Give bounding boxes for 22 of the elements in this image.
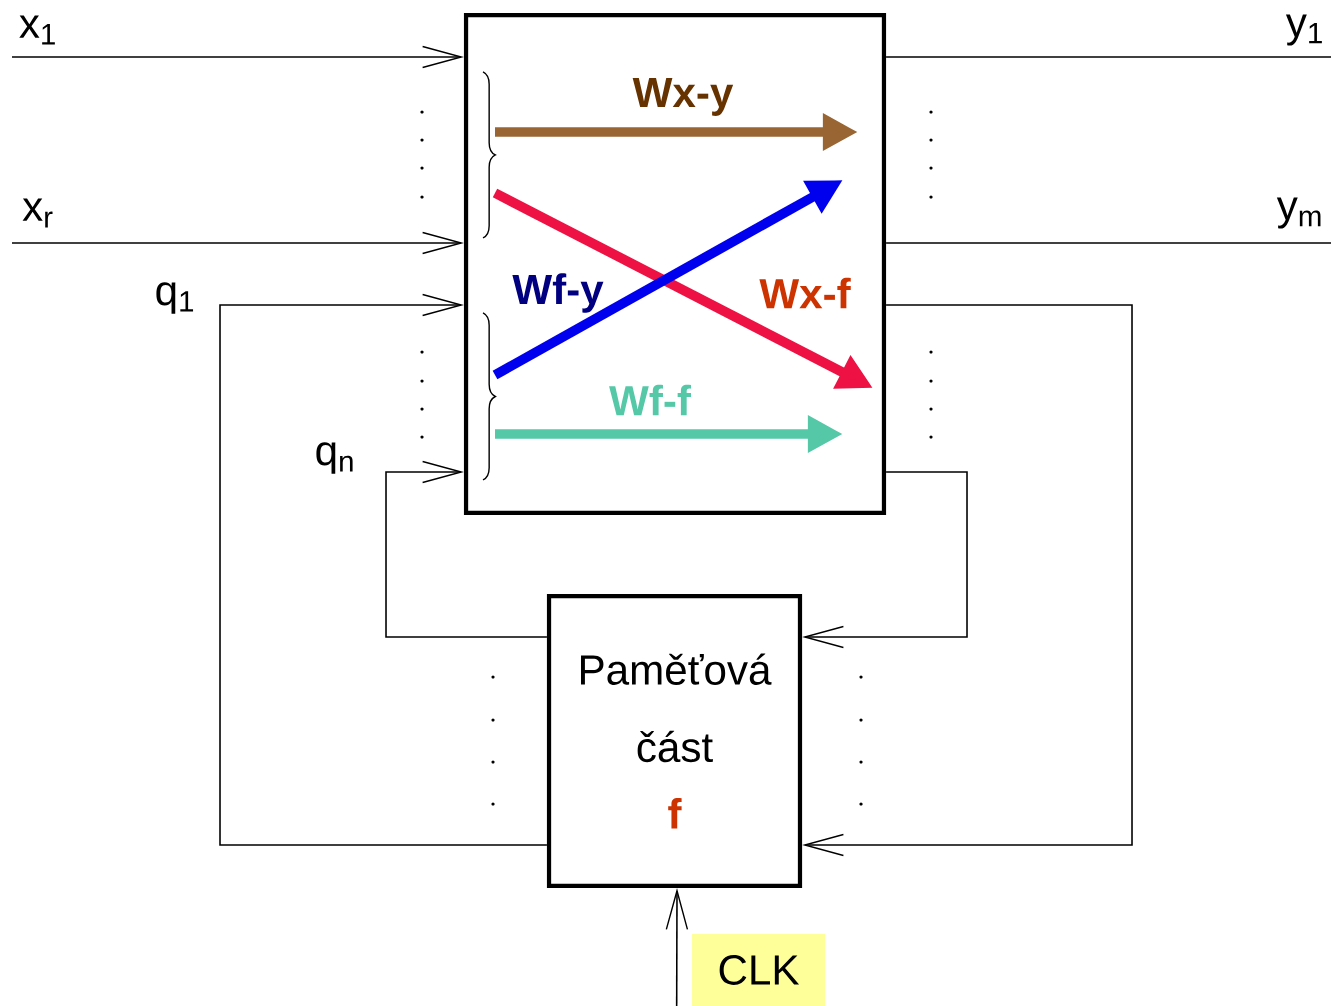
signal-line xyxy=(885,242,1331,244)
signal-line xyxy=(385,460,548,638)
signal-line xyxy=(885,56,1331,58)
edge-label: x$_{1}$ xyxy=(19,15,55,45)
signal-line xyxy=(802,304,1133,857)
edge-label: q$_{1}$ xyxy=(156,282,194,314)
signal-line xyxy=(219,293,548,846)
signal-line xyxy=(11,231,464,255)
clock-label-box: CLK xyxy=(692,934,825,1006)
arrow-label: Wf-y xyxy=(512,273,604,313)
signal-line xyxy=(665,888,689,1006)
edge-label: y$_{1}$ xyxy=(1285,14,1322,46)
logic-block-box xyxy=(463,12,887,516)
arrow-label: Wx-f xyxy=(759,277,851,309)
arrow-label: Wf-f xyxy=(609,384,692,416)
edge-label: x$_{r}$ xyxy=(22,198,53,228)
edge-label: q$_{n}$ xyxy=(316,442,353,474)
arrow-label: Wx-y xyxy=(632,78,734,116)
memory-box: Paměťová část f xyxy=(546,593,803,889)
signal-line xyxy=(11,45,464,69)
edge-label: y$_{m}$ xyxy=(1276,197,1321,229)
signal-line xyxy=(802,471,968,649)
